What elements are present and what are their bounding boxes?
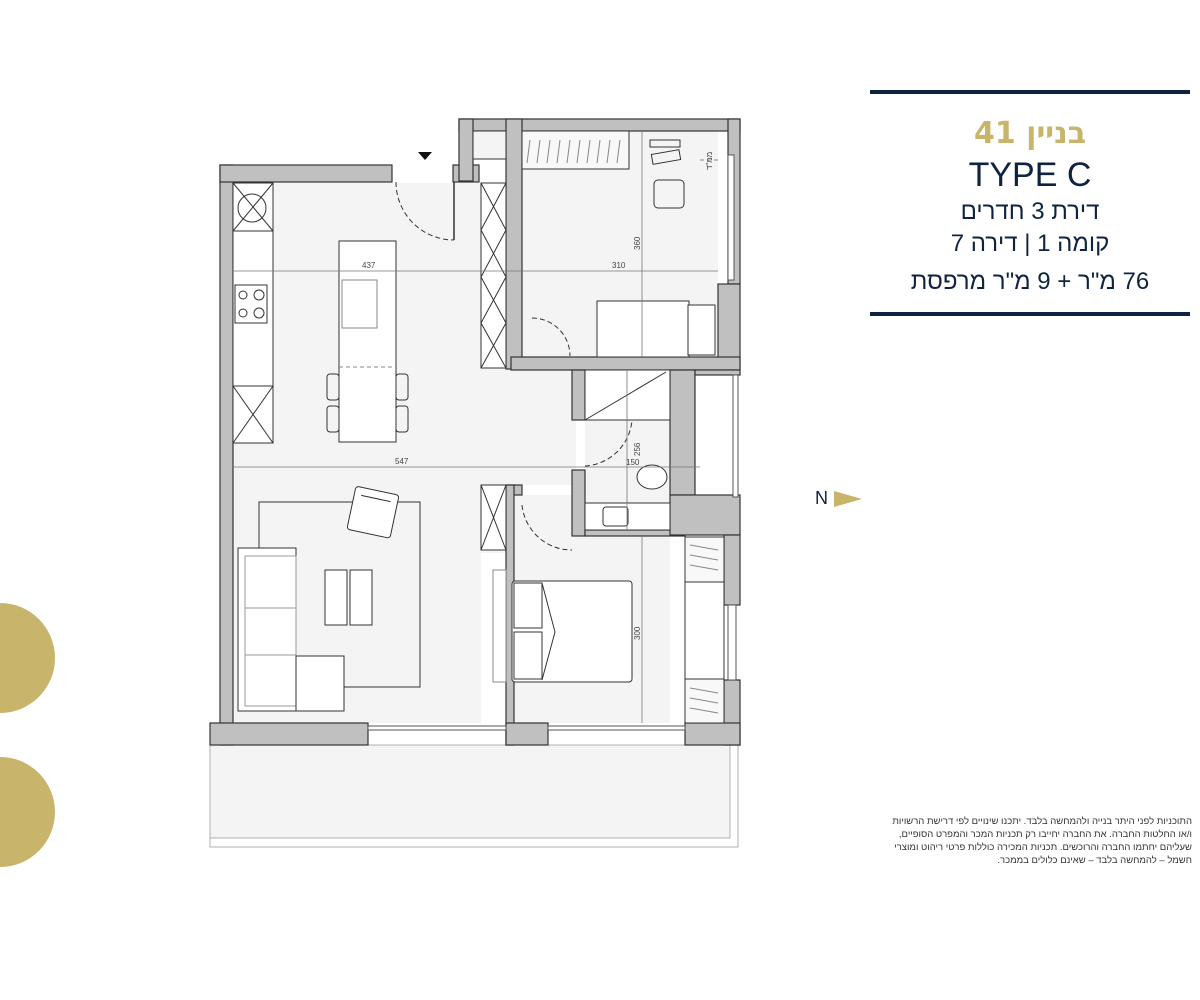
dim-master-depth: 300 xyxy=(633,626,642,640)
bathroom-fixtures xyxy=(584,369,671,531)
dim-bathroom-depth: 256 xyxy=(633,442,642,456)
dim-kitchen-width: 437 xyxy=(362,261,376,270)
floor-areas xyxy=(233,130,718,723)
dim-bedroom1-depth: 360 xyxy=(633,236,642,250)
windows xyxy=(367,154,739,731)
apartment-info-panel: בניין 41 TYPE C דירת 3 חדרים קומה 1 | די… xyxy=(870,90,1190,316)
shaft xyxy=(472,130,507,160)
north-arrow-icon xyxy=(834,490,862,507)
disclaimer-text: התוכניות לפני היתר בנייה ולהמחשה בלבד. י… xyxy=(892,816,1192,866)
entrance-door xyxy=(395,152,455,241)
area-summary: 76 מ"ר + 9 מ"ר מרפסת xyxy=(910,268,1150,295)
building-number: בניין 41 xyxy=(973,116,1087,151)
hall-wardrobe xyxy=(480,182,507,683)
master-bedroom-furniture xyxy=(511,504,725,724)
balcony xyxy=(209,744,739,848)
apartment-type: TYPE C xyxy=(968,156,1092,194)
dim-bedroom1-width: 310 xyxy=(612,261,626,270)
floor-apartment: קומה 1 | דירה 7 xyxy=(950,230,1110,257)
north-indicator: N xyxy=(815,488,862,509)
top-rule xyxy=(870,90,1190,94)
north-letter: N xyxy=(815,488,828,508)
kitchen-counter xyxy=(232,182,274,444)
bedroom-1-furniture xyxy=(521,130,718,358)
safe-room-label: ממ"ד xyxy=(705,152,714,170)
walls xyxy=(209,118,741,746)
kitchen-island xyxy=(326,240,409,443)
bottom-rule xyxy=(870,312,1190,316)
dim-bathroom-width: 150 xyxy=(626,458,640,467)
dimension-lines xyxy=(233,131,718,723)
dim-living-width: 547 xyxy=(395,457,409,466)
room-count: דירת 3 חדרים xyxy=(960,198,1100,225)
living-furniture xyxy=(237,486,421,712)
